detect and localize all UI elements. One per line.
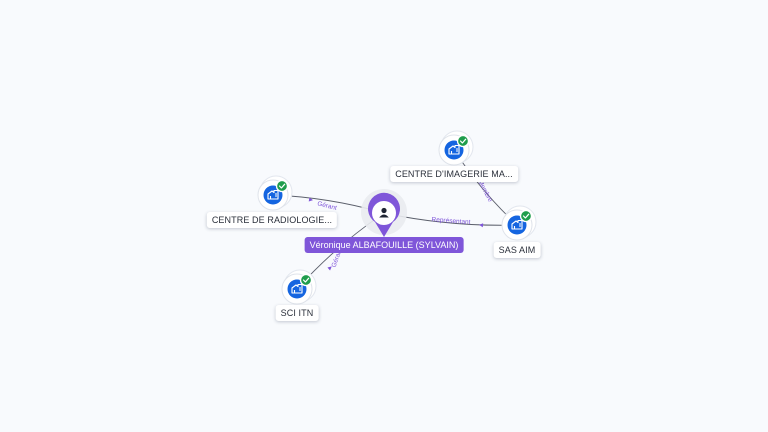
person-node[interactable] — [361, 189, 407, 237]
building-icon — [448, 144, 460, 155]
building-icon — [511, 219, 523, 230]
company-label-sciitn[interactable]: SCI ITN — [275, 305, 319, 321]
edge-label: Membre — [476, 179, 494, 204]
edge-arrow-icon — [327, 266, 332, 271]
edge-label: Gérant — [316, 200, 337, 212]
edge-arrow-icon — [479, 223, 484, 228]
company-label-imagerie[interactable]: CENTRE D'IMAGERIE MA... — [390, 166, 518, 182]
check-badge-icon — [519, 209, 533, 223]
edge-label: Représentant — [431, 216, 471, 226]
company-label-sasaim[interactable]: SAS AIM — [493, 242, 541, 258]
check-badge-icon — [456, 134, 470, 148]
building-icon — [291, 283, 303, 294]
person-label[interactable]: Véronique ALBAFOUILLE (SYLVAIN) — [304, 237, 464, 253]
company-label-radiologie[interactable]: CENTRE DE RADIOLOGIE... — [206, 212, 338, 228]
company-node-imagerie[interactable] — [438, 130, 474, 166]
company-node-sasaim[interactable] — [501, 205, 537, 241]
edge-arrow-icon — [308, 197, 313, 202]
check-badge-icon — [275, 179, 289, 193]
user-icon — [379, 207, 389, 218]
company-node-radiologie[interactable] — [257, 175, 293, 211]
check-badge-icon — [299, 273, 313, 287]
building-icon — [267, 189, 279, 200]
company-node-sciitn[interactable] — [281, 269, 317, 305]
